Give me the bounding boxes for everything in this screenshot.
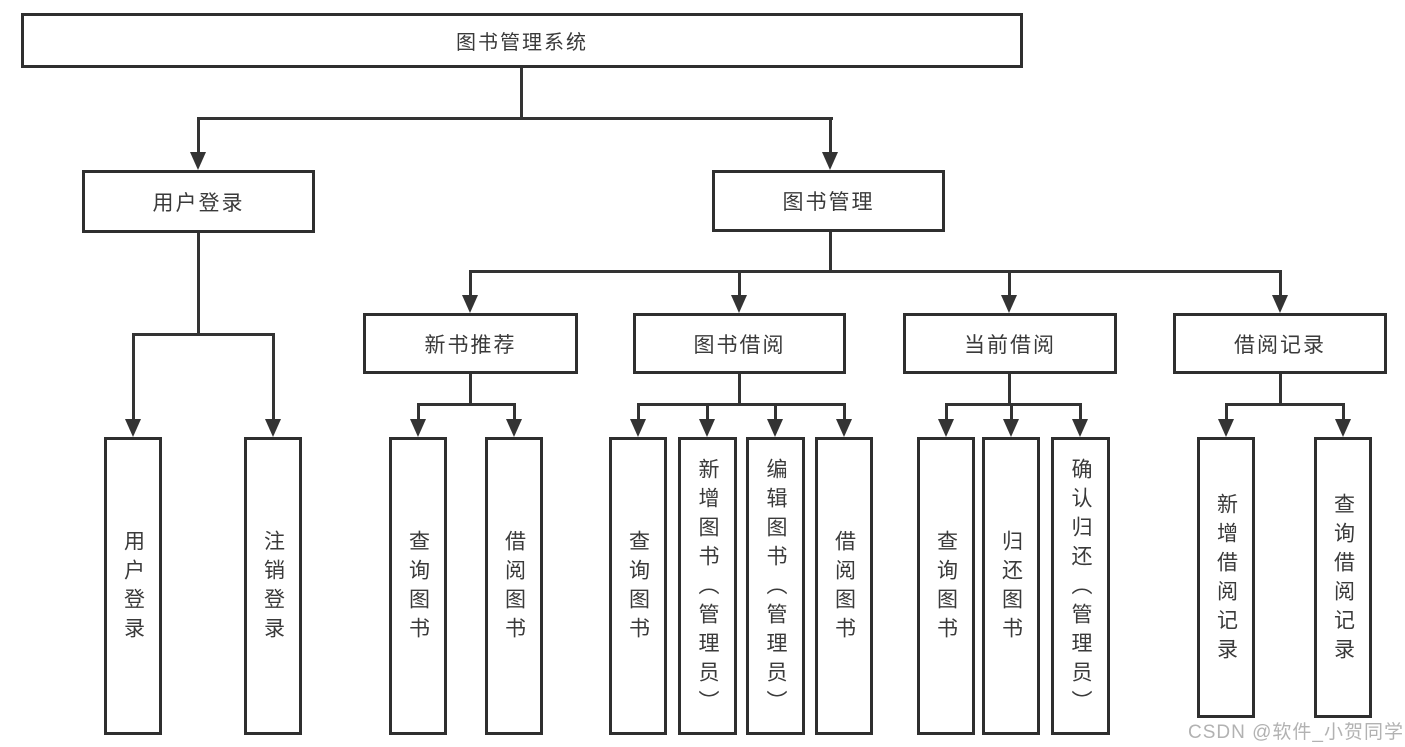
connector-line [1008, 372, 1011, 406]
arrow-down-icon [630, 419, 646, 437]
connector-line [197, 231, 200, 335]
node-user-login: 用户登录 [82, 170, 315, 233]
node-book-borrowing: 图书借阅 [633, 313, 846, 374]
connector-line [1279, 372, 1282, 406]
connector-line [738, 270, 741, 298]
node-label: 借阅图书 [502, 530, 526, 646]
leaf-confirm-return-admin: 确认归还（管理员） [1051, 437, 1110, 735]
connector-line [945, 403, 1082, 406]
leaf-query-books-borrowing: 查询图书 [609, 437, 667, 735]
connector-line [843, 403, 846, 421]
node-label: 确认归还（管理员） [1069, 457, 1092, 719]
connector-line [272, 333, 275, 421]
node-label: 新增借阅记录 [1214, 492, 1238, 667]
arrow-down-icon [699, 419, 715, 437]
connector-line [513, 403, 516, 421]
leaf-query-books-current: 查询图书 [917, 437, 975, 735]
leaf-logout: 注销登录 [244, 437, 302, 735]
connector-line [1225, 403, 1345, 406]
arrow-down-icon [1001, 295, 1017, 313]
node-current-borrowing: 当前借阅 [903, 313, 1117, 374]
connector-line [417, 403, 516, 406]
connector-line [1279, 270, 1282, 298]
connector-line [706, 403, 709, 421]
arrow-down-icon [1335, 419, 1351, 437]
node-label: 图书管理 [782, 191, 875, 214]
connector-line [1342, 403, 1345, 421]
node-label: 查询图书 [406, 530, 430, 646]
node-borrowing-records: 借阅记录 [1173, 313, 1387, 374]
arrow-down-icon [265, 419, 281, 437]
connector-line [469, 270, 1282, 273]
connector-line [738, 372, 741, 406]
connector-line [132, 333, 275, 336]
node-label: 归还图书 [999, 530, 1023, 646]
arrow-down-icon [822, 152, 838, 170]
node-label: 用户登录 [152, 191, 245, 215]
connector-line [197, 117, 833, 120]
node-label: 注销登录 [261, 530, 285, 646]
arrow-down-icon [1218, 419, 1234, 437]
leaf-query-borrow-record: 查询借阅记录 [1314, 437, 1372, 718]
connector-line [1010, 403, 1013, 421]
leaf-return-books: 归还图书 [982, 437, 1040, 735]
leaf-add-borrow-record: 新增借阅记录 [1197, 437, 1255, 718]
node-label: 查询图书 [626, 530, 650, 646]
arrow-down-icon [1272, 295, 1288, 313]
connector-line [637, 403, 640, 421]
arrow-down-icon [190, 152, 206, 170]
arrow-down-icon [836, 419, 852, 437]
leaf-edit-books-admin: 编辑图书（管理员） [746, 437, 805, 735]
connector-line [132, 333, 135, 421]
node-label: 当前借阅 [964, 333, 1056, 357]
node-label: 图书管理系统 [456, 32, 588, 54]
csdn-watermark: CSDN @软件_小贺同学 [1188, 722, 1404, 743]
connector-line [829, 117, 832, 155]
node-label: 借阅记录 [1234, 333, 1326, 357]
arrow-down-icon [767, 419, 783, 437]
arrow-down-icon [731, 295, 747, 313]
leaf-query-books-recommend: 查询图书 [389, 437, 447, 735]
node-label: 借阅图书 [832, 530, 856, 646]
node-label: 新增图书（管理员） [696, 457, 719, 719]
connector-line [417, 403, 420, 421]
connector-line [469, 270, 472, 298]
node-label: 查询图书 [934, 530, 958, 646]
node-label: 编辑图书（管理员） [764, 457, 787, 719]
connector-line [945, 403, 948, 421]
node-label: 查询借阅记录 [1331, 492, 1355, 667]
arrow-down-icon [410, 419, 426, 437]
node-root-system: 图书管理系统 [21, 13, 1023, 68]
connector-line [1225, 403, 1228, 421]
node-label: 用户登录 [121, 530, 145, 646]
connector-line [197, 117, 200, 155]
node-book-management: 图书管理 [712, 170, 945, 232]
node-new-book-recommendation: 新书推荐 [363, 313, 578, 374]
node-label: 新书推荐 [424, 333, 517, 357]
connector-line [1008, 270, 1011, 298]
arrow-down-icon [462, 295, 478, 313]
arrow-down-icon [1003, 419, 1019, 437]
connector-line [520, 66, 523, 119]
leaf-borrow-books: 借阅图书 [815, 437, 873, 735]
connector-line [1079, 403, 1082, 421]
arrow-down-icon [506, 419, 522, 437]
connector-line [829, 231, 832, 272]
arrow-down-icon [938, 419, 954, 437]
arrow-down-icon [1072, 419, 1088, 437]
connector-line [469, 372, 472, 406]
arrow-down-icon [125, 419, 141, 437]
connector-line [637, 403, 846, 406]
node-label: 图书借阅 [693, 333, 786, 357]
connector-line [774, 403, 777, 421]
leaf-borrow-books-recommend: 借阅图书 [485, 437, 543, 735]
leaf-add-books-admin: 新增图书（管理员） [678, 437, 737, 735]
leaf-user-login: 用户登录 [104, 437, 162, 735]
